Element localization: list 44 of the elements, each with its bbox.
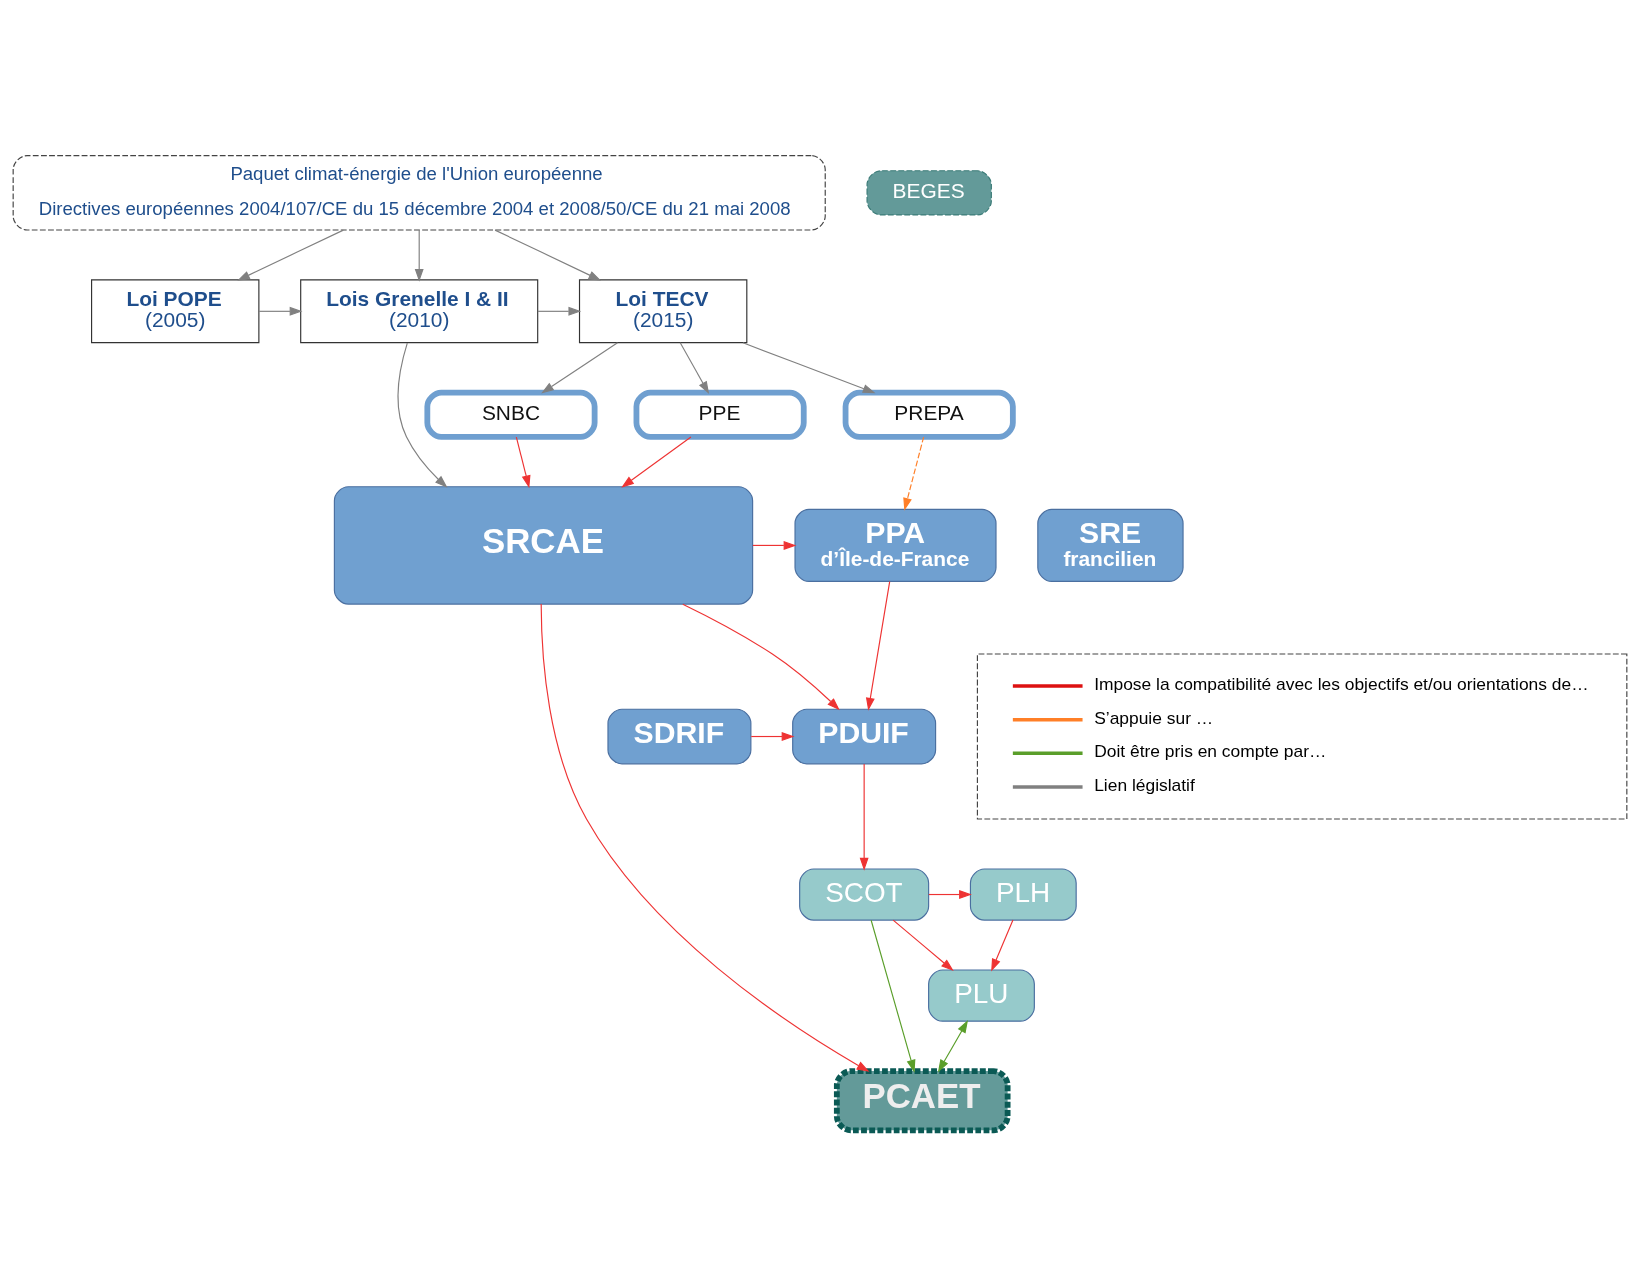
node-box: Lois Grenelle I & II (2010): [300, 279, 539, 344]
arrow: [903, 436, 925, 511]
arrow: [621, 436, 692, 488]
node-box: SNBC: [424, 389, 598, 440]
legend-label: Impose la compatibilité avec les objectifs et/ou orientations de…: [1094, 674, 1589, 695]
arrow: [541, 342, 619, 394]
node-box: PPA d’Île-de-France: [794, 508, 997, 582]
arrow: [752, 540, 797, 550]
node-box: Loi TECV (2015): [578, 279, 748, 344]
arrow: [679, 342, 710, 395]
legend-label: Lien législatif: [1094, 775, 1195, 796]
node-box: PREPA: [842, 389, 1016, 440]
node-box: PCAET: [833, 1068, 1011, 1134]
arrow: [892, 919, 954, 972]
node-box: PLH: [969, 868, 1077, 921]
arrow: [750, 732, 795, 741]
node-box: SCOT: [799, 868, 930, 921]
arrow: [540, 603, 870, 1072]
arrow: [865, 581, 891, 711]
arrow: [237, 229, 344, 281]
legend-label: Doit être pris en compte par…: [1094, 741, 1327, 762]
arrow: [397, 342, 448, 488]
node-box: BEGES: [866, 170, 992, 216]
legend-label: S’appuie sur …: [1094, 707, 1214, 728]
node-box: SRCAE: [333, 486, 754, 605]
node-box: Paquet climat-énergie de l'Union européenne Directives européennes 2004/107/CE du 15 décembre 2004 et 2008/50/CE du 21 mai 2008: [12, 155, 826, 231]
node-box: PPE: [633, 389, 807, 440]
arrow: [991, 919, 1014, 972]
node-box: SDRIF: [607, 708, 752, 765]
arrow: [537, 306, 582, 316]
arrow: [870, 919, 916, 1073]
arrow: [258, 306, 303, 316]
arrow: [742, 342, 876, 394]
arrow: [414, 229, 424, 282]
node-box: Loi POPE (2005): [91, 279, 260, 344]
arrow: [515, 436, 531, 489]
node-box: PDUIF: [792, 708, 937, 765]
arrow: [928, 890, 972, 899]
node-box: SRE francilien: [1037, 508, 1184, 582]
arrow: [937, 1020, 968, 1073]
node-box: PLU: [928, 969, 1035, 1022]
arrow: [682, 603, 840, 711]
arrow: [494, 229, 602, 281]
arrow: [859, 763, 869, 871]
